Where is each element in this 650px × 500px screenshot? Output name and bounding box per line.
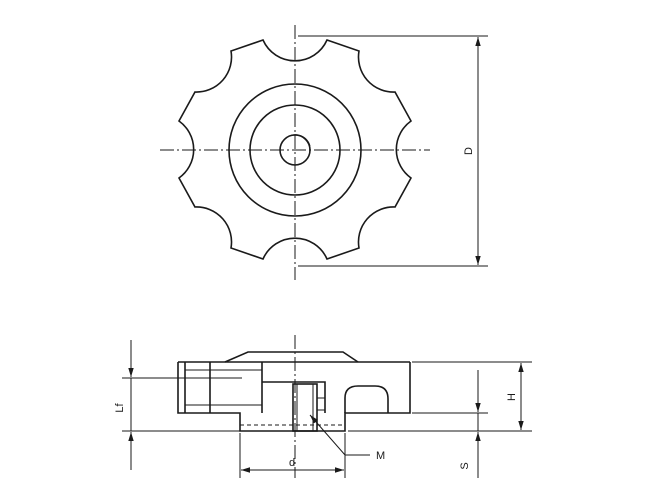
diameter-label: D (463, 147, 475, 155)
set-insert (316, 397, 326, 411)
knob-body-outline (177, 362, 411, 432)
bore-thread-arc (283, 134, 311, 147)
bore-diameter-label: d (289, 457, 295, 469)
height-label: H (506, 393, 518, 401)
knob-outline (177, 39, 413, 260)
knob-cap-top (224, 351, 359, 363)
thread-label: M (376, 450, 385, 462)
s-label: S (459, 462, 471, 469)
top-view: D (160, 25, 488, 280)
lobe-scallop (344, 385, 389, 413)
side-view: Lf H S d M (114, 335, 532, 478)
lf-label: Lf (114, 402, 126, 412)
thread-leader-line (309, 414, 370, 456)
